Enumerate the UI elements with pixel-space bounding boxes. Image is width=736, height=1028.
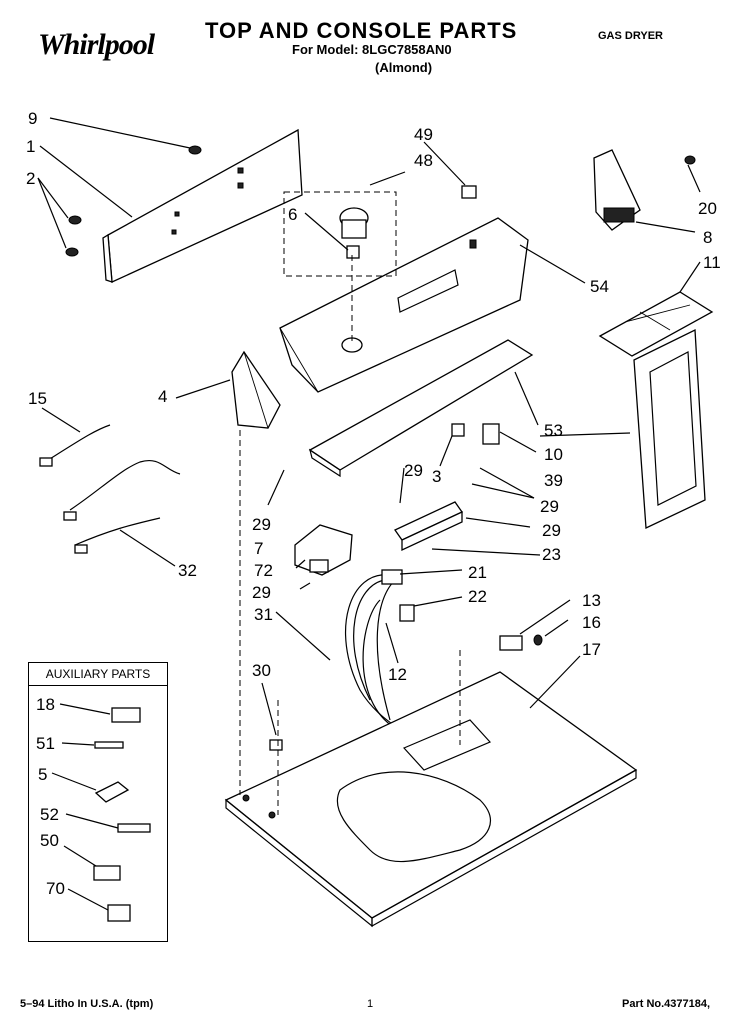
callout-label: 72 bbox=[254, 561, 273, 580]
callout-label: 54 bbox=[590, 277, 609, 296]
callout-label: 49 bbox=[414, 125, 433, 144]
callout-label: 29 bbox=[252, 583, 271, 602]
bracket-part bbox=[499, 635, 523, 651]
screw-part bbox=[684, 155, 696, 165]
leader-lines bbox=[37, 117, 701, 736]
callout-label: 17 bbox=[582, 640, 601, 659]
callout-label: 6 bbox=[288, 205, 297, 224]
callout-label: 18 bbox=[36, 695, 55, 714]
callout-label: 39 bbox=[544, 471, 563, 490]
litho-note: 5–94 Litho In U.S.A. (tpm) bbox=[20, 998, 154, 1010]
callout-label: 70 bbox=[46, 879, 65, 898]
callout-label: 21 bbox=[468, 563, 487, 582]
timer-part bbox=[394, 501, 463, 552]
wire-harness-part bbox=[345, 569, 415, 731]
callout-label: 50 bbox=[40, 831, 59, 850]
callout-label: 29 bbox=[542, 521, 561, 540]
control-shelf-part bbox=[308, 339, 534, 478]
switch-part bbox=[482, 423, 500, 445]
callout-label: 23 bbox=[542, 545, 561, 564]
callout-label: 29 bbox=[540, 497, 559, 516]
callout-label: 13 bbox=[582, 591, 601, 610]
callout-label: 11 bbox=[703, 253, 721, 272]
callout-label: 20 bbox=[698, 199, 717, 218]
callout-label: 51 bbox=[36, 734, 55, 753]
callout-label: 29 bbox=[404, 461, 423, 480]
callout-label: 9 bbox=[28, 109, 37, 128]
auxiliary-parts-title: AUXILIARY PARTS bbox=[29, 663, 167, 686]
push-button-part bbox=[461, 185, 477, 199]
console-panel-part bbox=[279, 217, 529, 393]
dryer-top-harness-part bbox=[336, 771, 491, 863]
wiring-harness-part bbox=[39, 424, 181, 554]
callout-label: 15 bbox=[28, 389, 47, 408]
auxiliary-parts-box: AUXILIARY PARTS bbox=[28, 662, 168, 942]
part-number: Part No.4377184, bbox=[622, 998, 711, 1010]
callout-label: 5 bbox=[38, 765, 47, 784]
screw-part bbox=[65, 145, 202, 257]
callout-label: 30 bbox=[252, 661, 271, 680]
callout-label: 16 bbox=[582, 613, 601, 632]
aux-leader-lines bbox=[51, 703, 119, 911]
callout-label: 10 bbox=[544, 445, 563, 464]
drive-motor-part bbox=[294, 524, 353, 576]
callout-label: 48 bbox=[414, 151, 433, 170]
console-endcap-part bbox=[231, 350, 281, 429]
screw-part bbox=[533, 634, 543, 646]
model-color: (Almond) bbox=[375, 60, 433, 75]
callout-label: 12 bbox=[388, 665, 407, 684]
callout-label: 1 bbox=[26, 137, 35, 156]
callout-label: 32 bbox=[178, 561, 197, 580]
appliance-type: GAS DRYER bbox=[598, 30, 663, 42]
whirlpool-logo: Whirlpool bbox=[38, 28, 155, 61]
callout-label: 31 bbox=[254, 605, 273, 624]
callout-label: 4 bbox=[158, 387, 167, 406]
callout-label: 52 bbox=[40, 805, 59, 824]
callout-label: 8 bbox=[703, 228, 712, 247]
callout-label: 22 bbox=[468, 587, 487, 606]
page-number: 1 bbox=[367, 998, 374, 1010]
model-number: For Model: 8LGC7858AN0 bbox=[292, 42, 452, 57]
lint-duct-part bbox=[633, 328, 706, 529]
end-bracket-part bbox=[593, 149, 641, 231]
callout-label: 29 bbox=[252, 515, 271, 534]
aux-part-sketches bbox=[93, 707, 151, 922]
page-title: TOP AND CONSOLE PARTS bbox=[205, 18, 518, 43]
timer-knob-part bbox=[339, 207, 369, 259]
callout-label: 7 bbox=[254, 539, 263, 558]
callout-label: 53 bbox=[544, 421, 563, 440]
dryer-top-part bbox=[224, 671, 638, 928]
clip-part bbox=[269, 739, 283, 751]
knob-assembly-box bbox=[283, 191, 397, 277]
top-bracket-part bbox=[102, 128, 303, 283]
callout-label: 2 bbox=[26, 169, 35, 188]
clip-part bbox=[451, 423, 465, 437]
lint-screen-part bbox=[598, 291, 714, 357]
callout-label: 3 bbox=[432, 467, 441, 486]
